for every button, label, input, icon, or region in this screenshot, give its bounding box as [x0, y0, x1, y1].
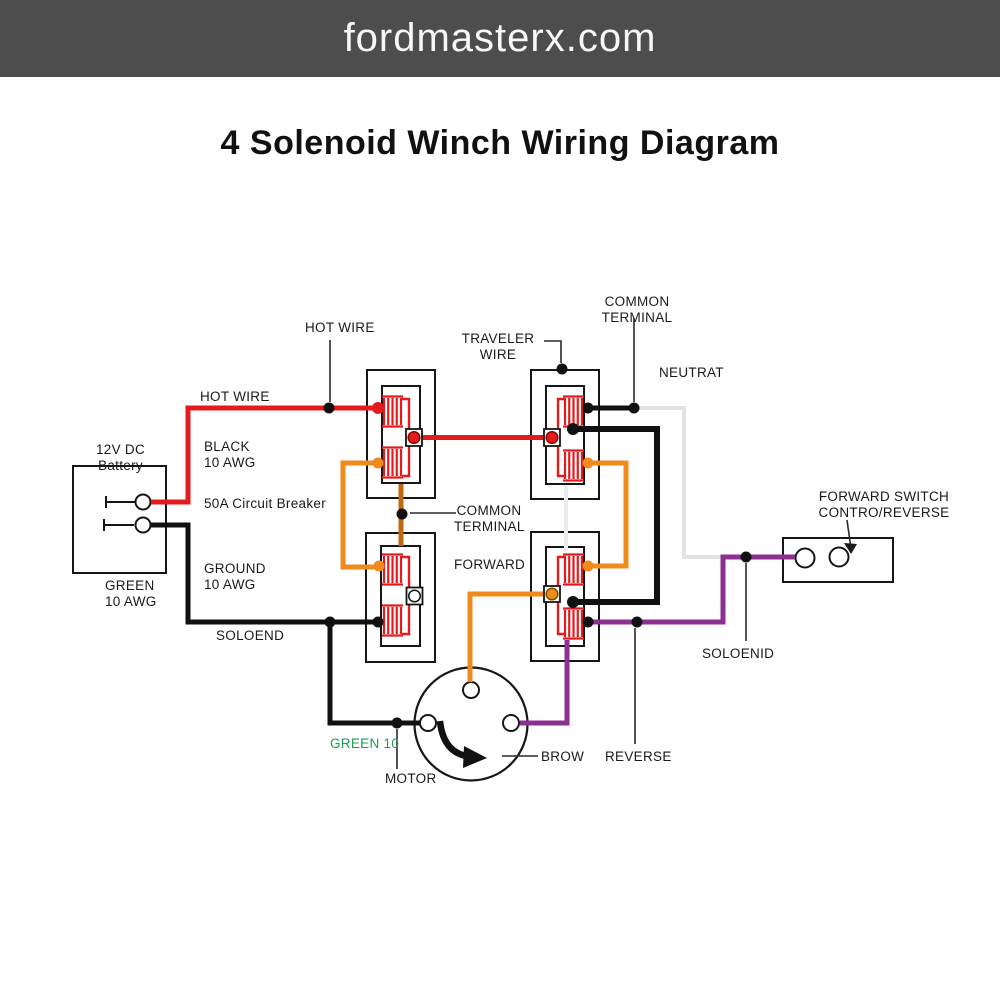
motor-arrowhead-icon [463, 746, 487, 768]
battery-symbol [72, 465, 167, 574]
label-green-10: GREEN 10 [330, 736, 400, 751]
label-soloend: SOLOEND [216, 628, 285, 643]
purple-wires [520, 554, 795, 726]
leader-lines [329, 318, 852, 769]
motor-to-solenoid-purple-wire [520, 640, 570, 726]
label-green-gauge: GREEN 10 AWG [105, 578, 157, 609]
label-traveler-wire: TRAVELER WIRE [461, 331, 535, 362]
right-orange-loop [590, 460, 629, 569]
motor-terminal-right [502, 714, 520, 732]
switch-contact-2 [828, 546, 850, 568]
label-hot-wire-left: HOT WIRE [200, 389, 270, 404]
hot-wires [151, 405, 546, 505]
switch-box [782, 537, 894, 583]
black-loop-wire [573, 426, 660, 605]
label-brow: BROW [541, 749, 585, 764]
battery-positive-terminal [134, 493, 152, 511]
motor-terminal-left [419, 714, 437, 732]
label-switch-control: FORWARD SWITCH CONTRO/REVERSE [818, 489, 950, 520]
orange-terminal-dots [372, 457, 594, 572]
label-ground-gauge: GROUND 10 AWG [204, 561, 266, 592]
ground-to-motor-wire [327, 622, 420, 726]
site-header: fordmasterx.com [0, 0, 1000, 77]
label-motor: MOTOR [385, 771, 437, 786]
switch-contact-1 [794, 547, 816, 569]
label-forward: FORWARD [454, 557, 526, 572]
label-soloenid: SOLOENID [702, 646, 775, 661]
label-common-terminal-mid: COMMON TERMINAL [454, 503, 525, 534]
neutral-wire [634, 406, 723, 559]
switch-arrow-line [846, 519, 852, 546]
junction-dots [323, 363, 752, 729]
page-title: 4 Solenoid Winch Wiring Diagram [220, 124, 780, 162]
contact-bottom-right [545, 587, 559, 601]
solenoid-to-motor-orange-wire [467, 591, 544, 682]
battery-box [72, 465, 167, 574]
battery-negative-terminal [134, 516, 152, 534]
solenoid-to-switch-wire [590, 554, 795, 625]
site-name: fordmasterx.com [343, 16, 657, 60]
label-hot-wire-top: HOT WIRE [305, 320, 375, 335]
contact-top-right [545, 430, 559, 445]
contact-bottom-left [407, 589, 422, 603]
left-orange-loop [340, 460, 376, 570]
motor-rotation-arrow-icon [436, 720, 467, 760]
orange-wires [340, 460, 629, 682]
traveler-leader [544, 340, 562, 363]
label-black-gauge: BLACK 10 AWG [204, 439, 256, 470]
label-common-terminal-top: COMMON TERMINAL [601, 294, 673, 325]
battery-to-solenoid-hot-wire [151, 405, 376, 505]
red-terminal-dot [372, 402, 384, 414]
battery-ground-wire [151, 522, 374, 625]
black-wires [151, 405, 660, 726]
motor-terminal-top [462, 681, 480, 699]
label-battery: 12V DC Battery [95, 442, 146, 473]
label-reverse: REVERSE [605, 749, 672, 764]
label-neutral: NEUTRAT [659, 365, 724, 380]
contact-top-left [407, 430, 421, 445]
label-circuit-breaker: 50A Circuit Breaker [204, 496, 326, 511]
switch-arrowhead-icon [844, 543, 857, 554]
